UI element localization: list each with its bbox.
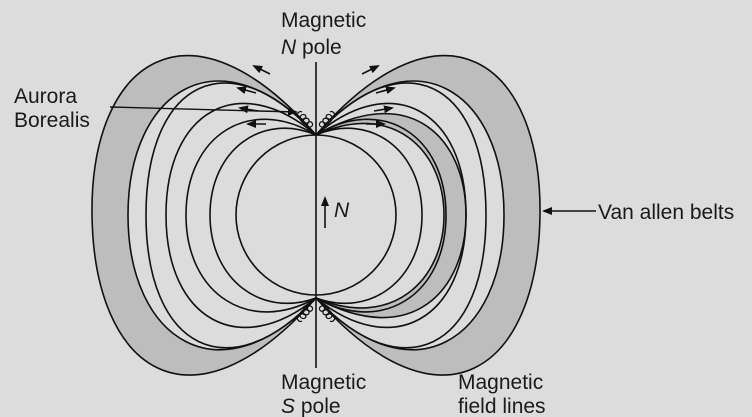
- earth-axis-label: N: [334, 199, 350, 222]
- south-pole-label-line1: Magnetic: [281, 371, 366, 394]
- field-lines-label-line2: field lines: [458, 395, 546, 417]
- north-pole-label-line1: Magnetic: [281, 9, 366, 32]
- van-allen-label: Van allen belts: [598, 201, 734, 224]
- aurora-label-line1: Aurora: [14, 85, 77, 108]
- field-lines-label-line1: Magnetic: [458, 371, 543, 394]
- aurora-label-line2: Borealis: [14, 109, 90, 132]
- north-pole-label-line2: N pole: [281, 36, 342, 59]
- south-pole-label-line2: S pole: [281, 395, 341, 417]
